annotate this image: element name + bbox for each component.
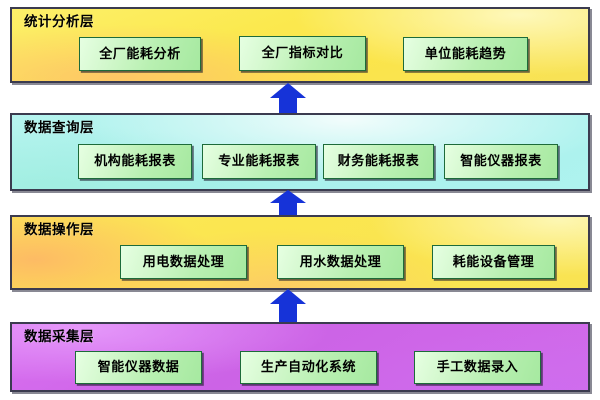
node-query-1-label: 机构能耗报表 [94,154,176,169]
layer-statistic[interactable]: 统计分析层 全厂能耗分析 全厂指标对比 单位能耗趋势 [10,7,590,83]
layer-query[interactable]: 数据查询层 机构能耗报表 专业能耗报表 财务能耗报表 智能仪器报表 [10,113,590,191]
node-statistic-3-label: 单位能耗趋势 [424,46,507,62]
arrow-query-to-statistic [268,83,308,115]
node-statistic-2[interactable]: 全厂指标对比 [239,36,366,71]
layer-operation-title: 数据操作层 [24,222,94,238]
node-query-4-label: 智能仪器报表 [460,154,542,169]
up-arrow-icon [270,83,306,115]
node-collection-1-label: 智能仪器数据 [97,360,180,375]
node-query-3[interactable]: 财务能耗报表 [323,144,434,179]
node-statistic-1-label: 全厂能耗分析 [99,46,181,62]
arrow-collection-to-operation [268,289,308,322]
node-query-4[interactable]: 智能仪器报表 [444,144,558,179]
node-query-3-label: 财务能耗报表 [337,154,420,169]
node-query-1[interactable]: 机构能耗报表 [78,144,192,179]
node-collection-3-label: 手工数据录入 [436,360,519,375]
up-arrow-icon [270,190,306,217]
node-query-2-label: 专业能耗报表 [218,154,300,169]
node-operation-3[interactable]: 耗能设备管理 [432,245,555,279]
arrow-operation-to-query [268,190,308,217]
layer-collection[interactable]: 数据采集层 智能仪器数据 生产自动化系统 手工数据录入 [10,322,590,392]
node-collection-3[interactable]: 手工数据录入 [414,351,541,384]
node-query-2[interactable]: 专业能耗报表 [202,144,316,179]
node-collection-2[interactable]: 生产自动化系统 [240,351,377,384]
up-arrow-icon [270,289,306,322]
node-collection-2-label: 生产自动化系统 [260,360,357,375]
layer-collection-title: 数据采集层 [24,329,94,345]
node-operation-1-label: 用电数据处理 [142,254,225,270]
node-statistic-3[interactable]: 单位能耗趋势 [403,37,528,71]
node-operation-1[interactable]: 用电数据处理 [120,245,247,279]
node-statistic-1[interactable]: 全厂能耗分析 [79,37,201,71]
layer-operation[interactable]: 数据操作层 用电数据处理 用水数据处理 耗能设备管理 [10,215,590,290]
layer-statistic-title: 统计分析层 [24,14,94,30]
node-operation-2[interactable]: 用水数据处理 [277,245,404,279]
node-collection-1[interactable]: 智能仪器数据 [75,351,202,384]
node-operation-3-label: 耗能设备管理 [452,254,535,270]
node-operation-2-label: 用水数据处理 [299,254,382,270]
layer-query-title: 数据查询层 [24,120,94,136]
node-statistic-2-label: 全厂指标对比 [261,46,344,61]
